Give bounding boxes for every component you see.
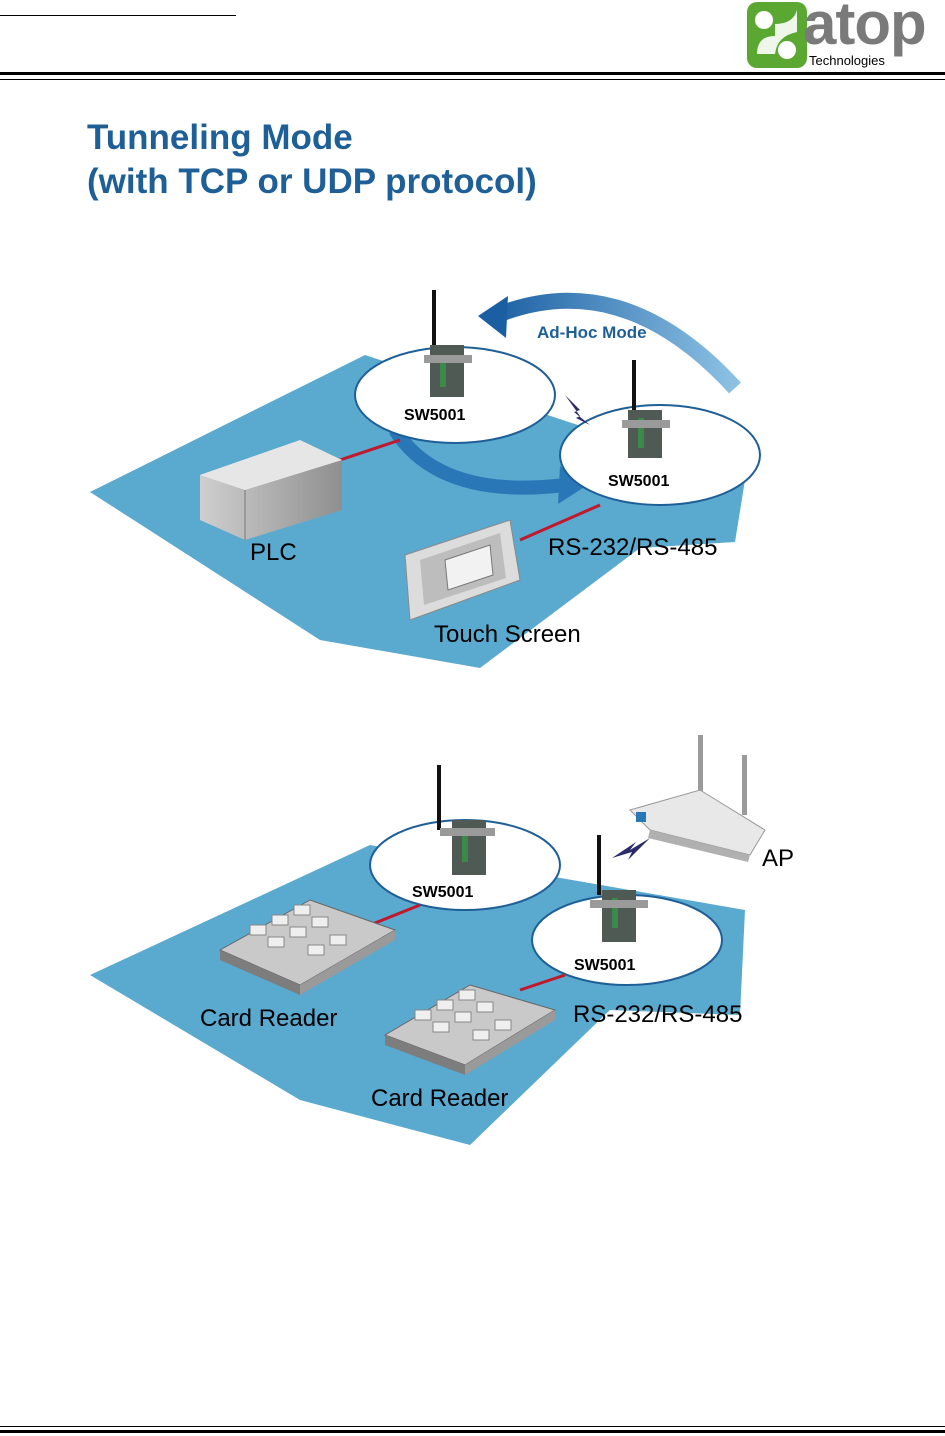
access-point-device xyxy=(630,735,765,862)
footer-rule-thin xyxy=(0,1426,945,1427)
label-ap: AP xyxy=(762,845,794,872)
label-serial-1: RS-232/RS-485 xyxy=(548,534,717,561)
label-device-right-2: SW5001 xyxy=(574,957,635,974)
label-device-right-1: SW5001 xyxy=(608,473,669,490)
label-plc: PLC xyxy=(250,539,297,566)
footer-rule-thick xyxy=(0,1430,945,1433)
label-serial-2: RS-232/RS-485 xyxy=(573,1001,742,1028)
diagram-2: SW5001 SW5001 AP RS-232/RS-485 Card Read… xyxy=(90,735,794,1145)
wireless-bolt-icon-2 xyxy=(612,838,650,860)
label-card-reader-1: Card Reader xyxy=(200,1005,337,1032)
diagram-1: Ad-Hoc Mode SW5001 SW5001 PLC RS-232/RS-… xyxy=(90,290,760,668)
ad-hoc-arrow-head xyxy=(478,296,508,338)
label-ad-hoc: Ad-Hoc Mode xyxy=(537,323,647,342)
label-device-left-2: SW5001 xyxy=(412,884,473,901)
label-touch-screen: Touch Screen xyxy=(434,621,581,648)
label-card-reader-2: Card Reader xyxy=(371,1085,508,1112)
label-device-left-1: SW5001 xyxy=(404,407,465,424)
